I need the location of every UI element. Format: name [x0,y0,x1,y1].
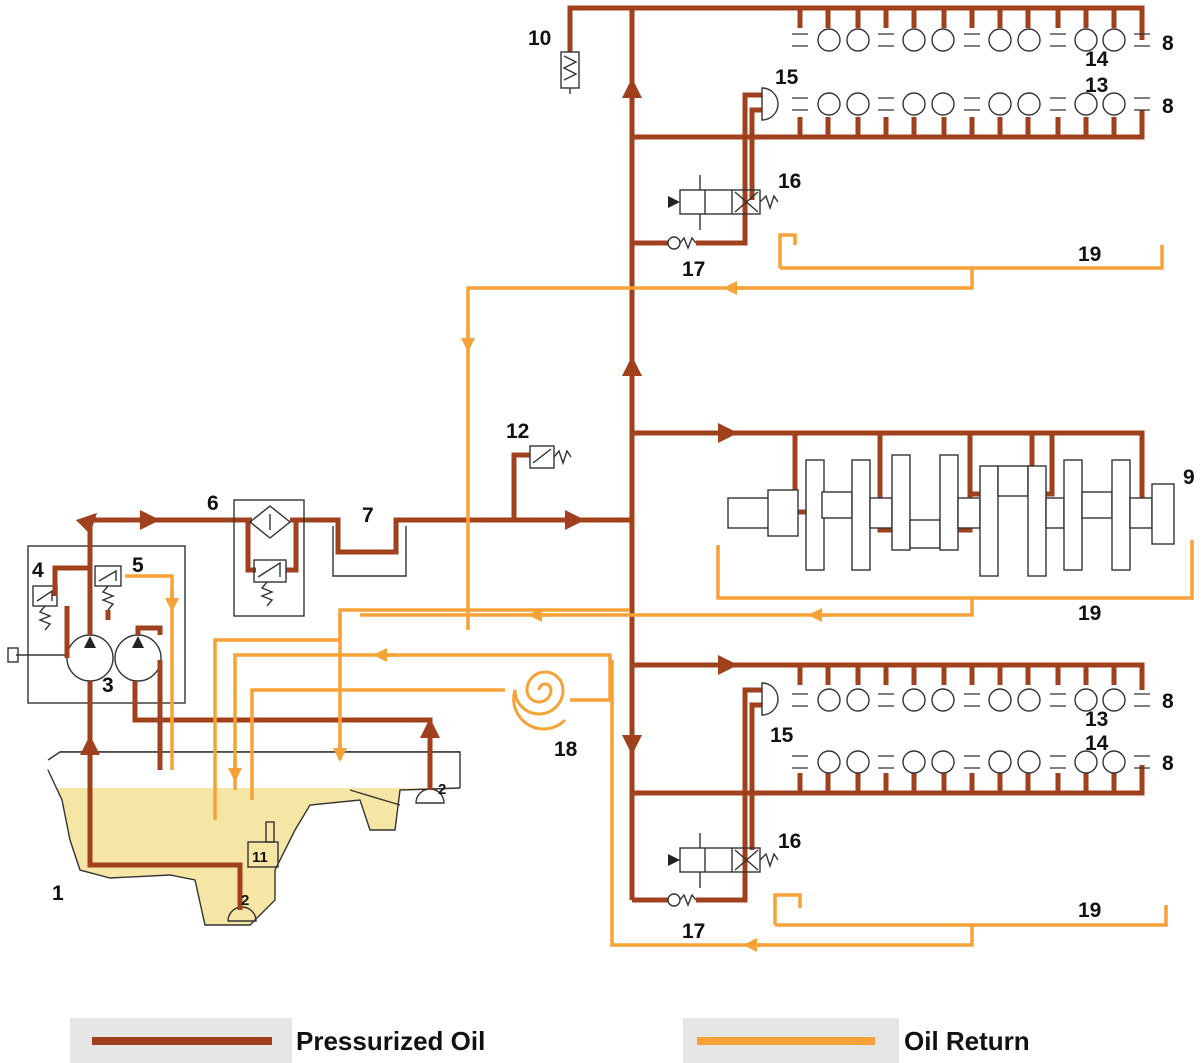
label-16-upper: 16 [778,170,801,193]
label-15-upper: 15 [775,66,799,89]
camshaft-solenoid-valve-lower [668,833,779,888]
oil-pickup-strainer-bottom [227,906,257,922]
label-19-upper: 19 [1078,243,1101,266]
label-17-upper: 17 [682,258,705,281]
camshaft-upper-intake [817,28,1126,52]
label-14-lower: 14 [1085,732,1109,755]
reference-labels: 1 2 2 3 4 5 6 7 8 8 8 8 9 10 11 12 13 13… [32,27,1195,943]
camshaft-lower-exhaust [817,688,1126,712]
label-8-c: 8 [1162,690,1174,713]
oil-sump [47,751,461,926]
legend-swatch-return [697,1037,875,1045]
oil-cooler [332,526,407,577]
label-13-lower: 13 [1085,708,1108,731]
label-17-lower: 17 [682,920,705,943]
crankshaft [727,454,1175,577]
label-8-d: 8 [1162,752,1174,775]
check-valve-upper [667,236,697,250]
label-10: 10 [528,27,551,50]
label-15-lower: 15 [770,724,794,747]
label-2-bottom: 2 [241,892,249,909]
label-14-upper: 14 [1085,48,1109,71]
oil-return-lines [125,233,1194,952]
cam-bearing-caps [792,33,1150,769]
pump-housing [27,545,186,704]
cam-bearing-feeds [797,8,1117,793]
oil-level-sensor [247,821,279,868]
camshaft-adjuster-upper [761,87,779,121]
legend-label-return: Oil Return [904,1026,1030,1056]
label-19-lower: 19 [1078,899,1101,922]
label-7: 7 [362,504,374,527]
label-11: 11 [252,849,268,866]
label-1: 1 [52,882,64,905]
camshaft-lower-intake [817,750,1126,774]
camshaft-upper-exhaust [817,92,1126,116]
label-4: 4 [32,559,44,582]
camshaft-solenoid-valve-upper [668,175,779,230]
label-19-middle: 19 [1078,602,1101,625]
oil-spray-jet [512,670,567,731]
pump-drive-shaft [7,647,19,663]
label-18: 18 [554,738,578,761]
legend-label-pressurized: Pressurized Oil [296,1026,486,1056]
check-valve-lower [667,893,697,907]
relief-valve-5 [94,565,122,611]
label-12: 12 [506,420,529,443]
label-3: 3 [102,674,114,697]
oil-pressure-switch [529,445,572,469]
label-8-a: 8 [1162,32,1174,55]
chain-tensioner [560,51,580,94]
label-16-lower: 16 [778,830,801,853]
label-6: 6 [207,492,219,515]
legend-swatch-pressurized [92,1037,272,1045]
label-5: 5 [132,554,144,577]
camshaft-adjuster-lower [761,682,779,716]
label-2-rear: 2 [438,781,446,798]
label-8-b: 8 [1162,95,1174,118]
label-13-upper: 13 [1085,74,1108,97]
label-9: 9 [1183,466,1195,489]
oil-filter [233,499,305,617]
